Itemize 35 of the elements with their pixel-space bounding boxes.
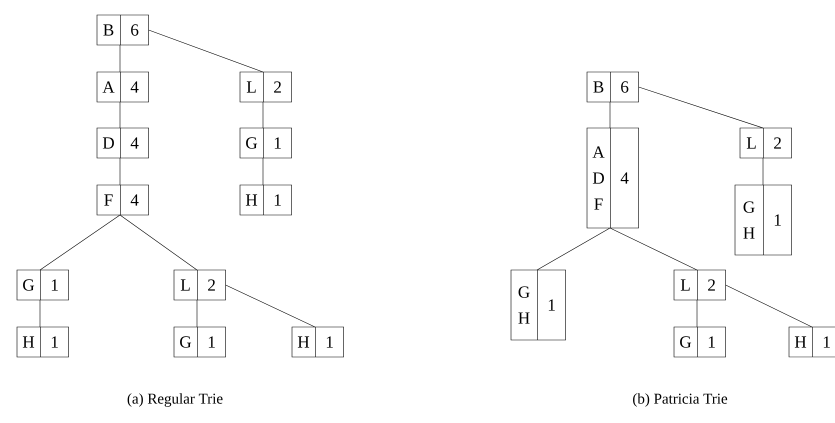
caption: (b) Patricia Trie [633, 393, 728, 407]
tree-edge [725, 284, 812, 328]
trie-node: L 2 [240, 72, 292, 102]
trie-node: H 1 [16, 326, 69, 358]
trie-node: G H 1 [510, 270, 566, 340]
tree-edge [536, 228, 610, 270]
trie-node: F 4 [96, 184, 149, 216]
trie-node: B 6 [96, 14, 149, 46]
tree-edge [262, 102, 264, 128]
trie-node: L 2 [174, 270, 226, 300]
caption: (a) Regular Trie [128, 393, 223, 407]
trie-node: G 1 [174, 326, 226, 358]
tree-edge [225, 284, 316, 328]
trie-node: L 2 [740, 128, 792, 158]
trie-node: A 4 [96, 72, 149, 102]
tree-edge [610, 228, 698, 270]
trie-node: L 2 [674, 270, 726, 300]
tree-edge [196, 300, 198, 328]
trie-node: H 1 [788, 326, 835, 358]
trie-node: H 1 [240, 184, 292, 216]
trie-node: H 1 [292, 326, 344, 358]
trie-node: A D F 4 [586, 128, 639, 228]
tree-edge [638, 86, 764, 128]
trie-node: G 1 [240, 128, 292, 158]
trie-node: G 1 [16, 270, 69, 300]
trie-node: G H 1 [734, 184, 792, 256]
tree-edge [148, 30, 264, 72]
tree-edge [762, 158, 764, 186]
trie-node: G 1 [674, 326, 726, 358]
tree-edge [696, 300, 698, 328]
trie-node: D 4 [96, 128, 149, 158]
trie-node: B 6 [586, 72, 639, 102]
tree-edge [40, 214, 120, 270]
tree-edge [120, 214, 198, 270]
tree-edge [262, 158, 264, 186]
